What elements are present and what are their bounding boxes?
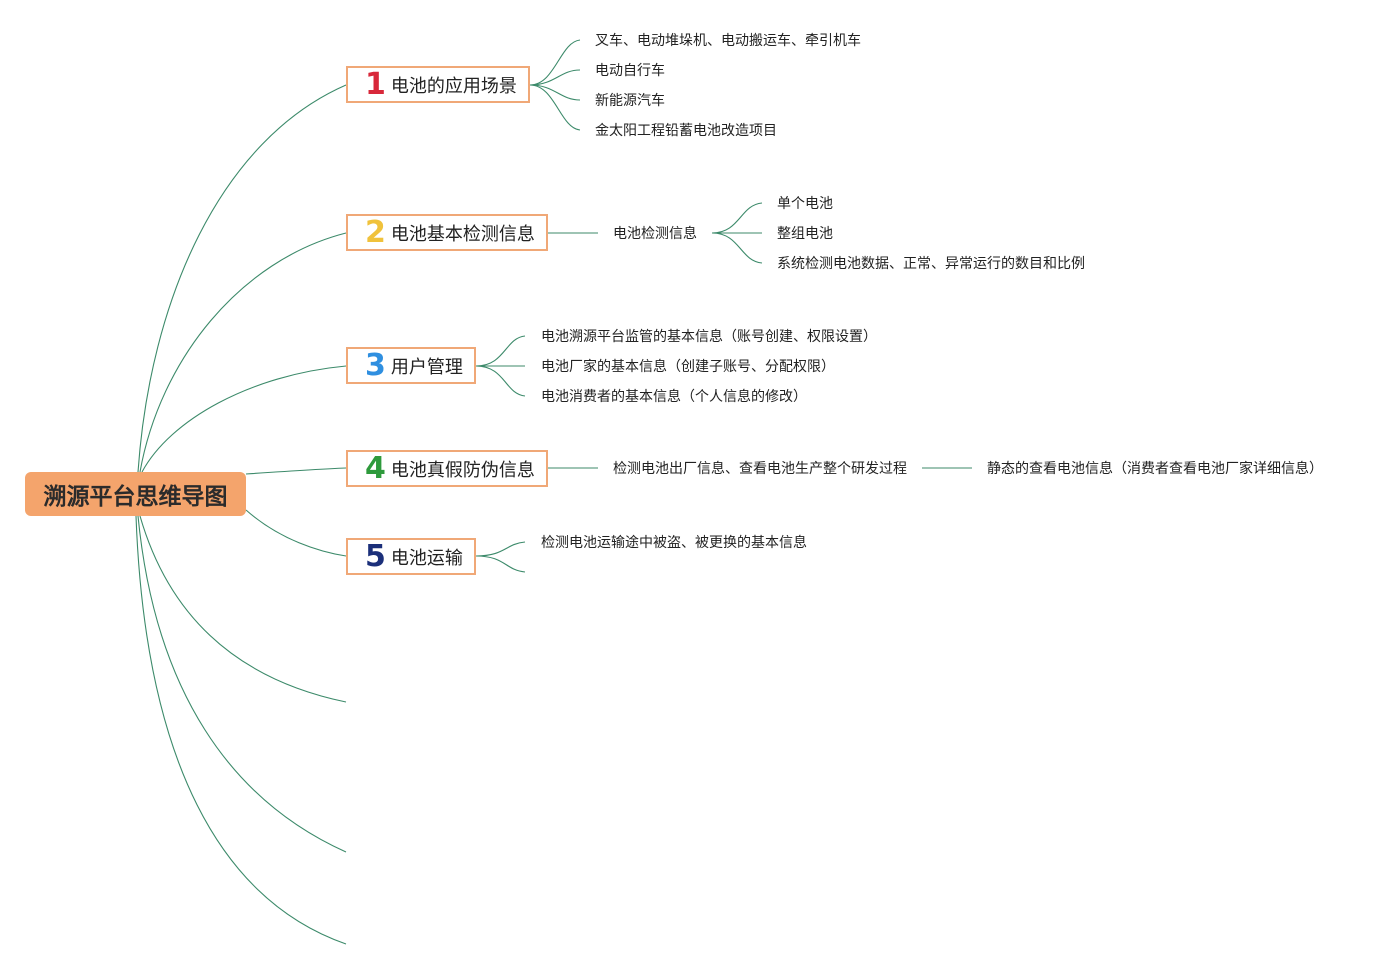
link-root-empty-3: [135, 515, 347, 945]
root-topic[interactable]: 溯源平台思维导图: [25, 472, 246, 516]
leaf-4-1-1[interactable]: 静态的查看电池信息（消费者查看电池厂家详细信息）: [987, 461, 1323, 477]
leaf-3-2[interactable]: 电池厂家的基本信息（创建子账号、分配权限）: [541, 359, 835, 375]
leaf-1-2[interactable]: 电动自行车: [595, 63, 665, 79]
branch-number-5: 5: [365, 538, 386, 574]
link-root-empty-1: [139, 515, 347, 703]
leaf-2-1-2[interactable]: 整组电池: [777, 226, 833, 242]
branch-number-2: 2: [365, 214, 386, 250]
link-root-b5: [245, 509, 347, 557]
branch-label-1: 电池的应用场景: [390, 75, 517, 97]
leaf-1-4[interactable]: 金太阳工程铅蓄电池改造项目: [595, 123, 777, 139]
root-topic-label: 溯源平台思维导图: [43, 484, 228, 510]
link-root-b4: [245, 467, 347, 475]
branch-label-5: 电池运输: [390, 547, 463, 569]
leaf-3-3[interactable]: 电池消费者的基本信息（个人信息的修改）: [541, 389, 807, 405]
branch-number-1: 1: [365, 66, 386, 102]
branch-number-3: 3: [365, 347, 386, 383]
leaf-1-3[interactable]: 新能源汽车: [595, 93, 665, 109]
branch-number-4: 4: [365, 450, 386, 486]
leaf-2-1-1[interactable]: 单个电池: [777, 196, 833, 212]
leaf-3-1[interactable]: 电池溯源平台监管的基本信息（账号创建、权限设置）: [541, 329, 877, 345]
branch-topic-3[interactable]: 3 用户管理: [346, 347, 476, 384]
branch-topic-4[interactable]: 4 电池真假防伪信息: [346, 450, 548, 487]
link-root-b2: [139, 232, 347, 473]
link-root-b3: [141, 365, 347, 473]
branch-label-3: 用户管理: [390, 356, 463, 378]
link-root-empty-2: [137, 515, 347, 853]
subtopic-4-1[interactable]: 检测电池出厂信息、查看电池生产整个研发过程: [613, 461, 907, 477]
branch-label-2: 电池基本检测信息: [390, 223, 535, 245]
subtopic-2-1[interactable]: 电池检测信息: [613, 226, 697, 242]
branch-topic-5[interactable]: 5 电池运输: [346, 538, 476, 575]
leaf-1-1[interactable]: 叉车、电动堆垛机、电动搬运车、牵引机车: [595, 33, 861, 49]
leaf-5-1[interactable]: 检测电池运输途中被盗、被更换的基本信息: [541, 535, 807, 551]
branch-label-4: 电池真假防伪信息: [390, 459, 535, 481]
leaf-2-1-3[interactable]: 系统检测电池数据、正常、异常运行的数目和比例: [777, 256, 1085, 272]
link-root-b1: [137, 84, 347, 473]
branch-topic-2[interactable]: 2 电池基本检测信息: [346, 214, 548, 251]
branch-topic-1[interactable]: 1 电池的应用场景: [346, 66, 530, 103]
